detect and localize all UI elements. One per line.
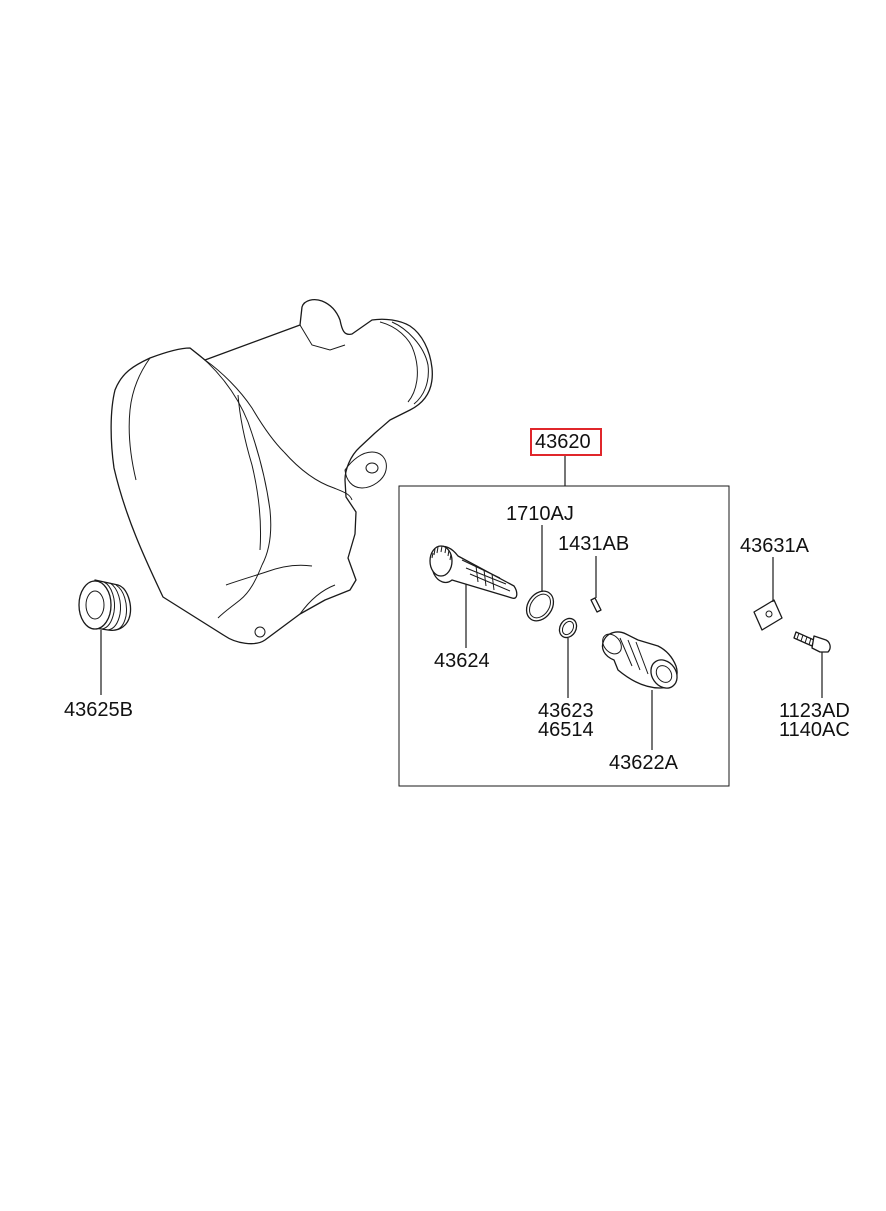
pin[interactable] <box>590 597 602 613</box>
label-46514[interactable]: 46514 <box>538 719 594 741</box>
selected-part-highlight[interactable] <box>530 428 602 456</box>
transmission-housing[interactable] <box>110 299 433 645</box>
assembly-box <box>398 485 730 787</box>
label-43631A[interactable]: 43631A <box>740 535 809 557</box>
label-43622A[interactable]: 43622A <box>609 752 678 774</box>
sleeve[interactable] <box>599 630 683 693</box>
driven-gear[interactable] <box>429 545 518 599</box>
label-1431AB[interactable]: 1431AB <box>558 533 630 555</box>
label-1710AJ[interactable]: 1710AJ <box>506 503 574 525</box>
label-43624[interactable]: 43624 <box>434 650 490 672</box>
o-ring[interactable] <box>521 586 559 626</box>
label-1140AC[interactable]: 1140AC <box>779 719 850 741</box>
locking-plate[interactable] <box>753 599 783 631</box>
label-43625B[interactable]: 43625B <box>64 699 133 721</box>
oil-seal[interactable] <box>556 615 580 640</box>
bolt[interactable] <box>793 631 831 653</box>
label-1123AD[interactable]: 1123AD <box>779 700 850 722</box>
plug[interactable] <box>78 579 132 631</box>
label-43623[interactable]: 43623 <box>538 700 594 722</box>
label-43620[interactable]: 43620 <box>535 431 591 453</box>
